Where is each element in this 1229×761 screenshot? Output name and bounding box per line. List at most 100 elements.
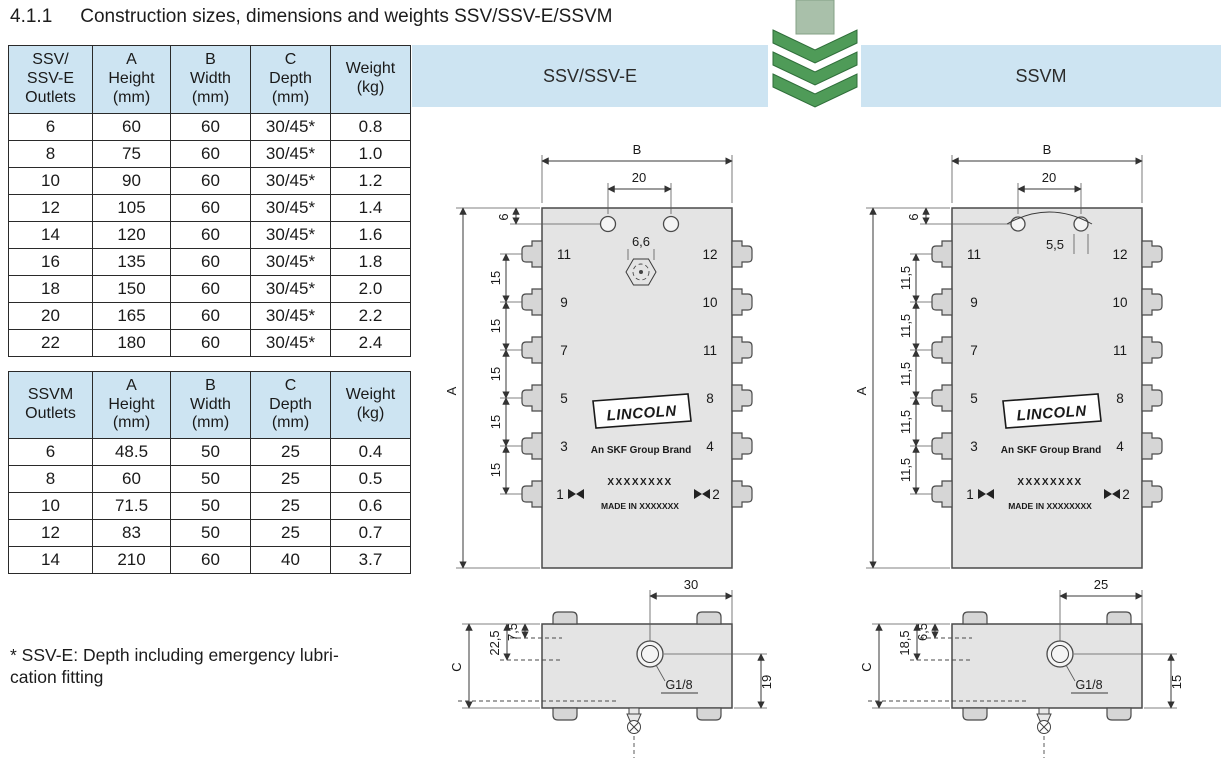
ssv-diagram: B 20 6 15 15 15 15 — [444, 142, 774, 758]
ssvm-bottom-view: 25 6,5 18,5 C 15 — [859, 577, 1184, 758]
outlet-number: 4 — [706, 439, 714, 454]
table-cell: 30/45* — [250, 166, 331, 195]
table-cell: 25 — [250, 492, 331, 521]
dim-label-spacing: 15 — [488, 319, 503, 333]
table-cell: 0.8 — [330, 112, 411, 141]
outlet-number: 1 — [556, 487, 564, 502]
thread-callout: G1/8 — [1065, 664, 1108, 694]
table-cell: 20 — [8, 301, 93, 330]
dim-label-b: B — [633, 142, 642, 157]
dim-label-spacing: 15 — [488, 367, 503, 381]
table-cell: 60 — [170, 220, 251, 249]
table-cell: 60 — [170, 166, 251, 195]
outlet-number: 11 — [557, 247, 571, 262]
column-header: A Height (mm) — [92, 370, 171, 440]
dim-label-width: 25 — [1094, 577, 1108, 592]
table-cell: 180 — [92, 328, 171, 357]
table-cell: 105 — [92, 193, 171, 222]
section-title: Construction sizes, dimensions and weigh… — [80, 6, 613, 27]
table-cell: 0.4 — [330, 438, 411, 467]
table-cell: 30/45* — [250, 220, 331, 249]
outlet-number: 12 — [1112, 247, 1127, 262]
emergency-fitting — [868, 700, 1052, 758]
table-cell: 60 — [170, 301, 251, 330]
column-header: B Width (mm) — [170, 45, 251, 114]
table-cell: 60 — [170, 274, 251, 303]
made-in-marking: MADE IN XXXXXXXX — [1008, 501, 1092, 511]
table-cell: 2.2 — [330, 301, 411, 330]
table-cell: 25 — [250, 438, 331, 467]
table-cell: 6 — [8, 112, 93, 141]
table-cell: 12 — [8, 519, 93, 548]
dim-label-c: C — [449, 662, 464, 671]
dim-label-spacing: 11,5 — [898, 362, 913, 386]
table-cell: 30/45* — [250, 193, 331, 222]
table-cell: 1.0 — [330, 139, 411, 168]
dimension-6: 6 — [906, 207, 1011, 225]
ssvm-diagram: B 20 6 11,5 11,5 11,5 — [854, 142, 1184, 758]
dim-label-spacing: 11,5 — [898, 266, 913, 290]
dim-label-fitting: 6,6 — [632, 234, 650, 249]
dim-label-20: 20 — [1042, 170, 1056, 185]
table-cell: 2.4 — [330, 328, 411, 357]
inlet-port — [1046, 640, 1074, 668]
dimension-width: 25 — [1059, 577, 1143, 641]
table-cell: 50 — [170, 492, 251, 521]
dim-label-a: A — [444, 386, 459, 395]
dim-label-spacing: 11,5 — [898, 458, 913, 482]
outlet-number: 7 — [970, 343, 978, 358]
dim-label-20: 20 — [632, 170, 646, 185]
table-cell: 0.7 — [330, 519, 411, 548]
outlet-number: 8 — [706, 391, 714, 406]
table-cell: 165 — [92, 301, 171, 330]
column-header: A Height (mm) — [92, 45, 171, 114]
mounting-hole — [662, 215, 680, 233]
thread-label: G1/8 — [665, 678, 692, 692]
dim-label-6: 6 — [496, 213, 511, 220]
table-cell: 12 — [8, 193, 93, 222]
ssv-front-view: B 20 6 15 15 15 15 — [444, 142, 753, 569]
dimension-b: B — [951, 142, 1143, 203]
dim-label-spacing: 11,5 — [898, 410, 913, 434]
table-cell: 0.6 — [330, 492, 411, 521]
mounting-hole — [599, 215, 617, 233]
dimension-6: 6 — [496, 207, 600, 225]
emergency-fitting — [458, 700, 642, 758]
panel-header-ssvm: SSVM — [861, 45, 1221, 107]
outlet-number: 10 — [1112, 295, 1127, 310]
dim-label-6: 6 — [906, 213, 921, 220]
lincoln-logo-frame — [592, 393, 692, 429]
outlet-number: 7 — [560, 343, 568, 358]
dimension-width: 30 — [649, 577, 733, 641]
table-cell: 30/45* — [250, 112, 331, 141]
column-header: Weight (kg) — [330, 45, 411, 114]
table-cell: 30/45* — [250, 328, 331, 357]
dimension-20: 20 — [1017, 170, 1082, 214]
table-cell: 3.7 — [330, 546, 411, 575]
outlet-number: 5 — [560, 391, 568, 406]
table-cell: 50 — [170, 438, 251, 467]
dimension-c: C — [859, 623, 950, 709]
table-cell: 50 — [170, 465, 251, 494]
dimension-a: A — [444, 207, 540, 569]
table-cell: 60 — [92, 112, 171, 141]
dim-label-height: 19 — [759, 675, 774, 689]
dim-label-a: A — [854, 386, 869, 395]
table-cell: 50 — [170, 519, 251, 548]
table-cell: 60 — [170, 193, 251, 222]
outlet-number: 9 — [970, 295, 978, 310]
table-cell: 40 — [250, 546, 331, 575]
table-cell: 14 — [8, 220, 93, 249]
column-header: B Width (mm) — [170, 370, 251, 440]
outlet-number: 11 — [1113, 343, 1127, 358]
column-header: Weight (kg) — [330, 370, 411, 440]
lincoln-logo: LINCOLN — [1016, 403, 1088, 425]
